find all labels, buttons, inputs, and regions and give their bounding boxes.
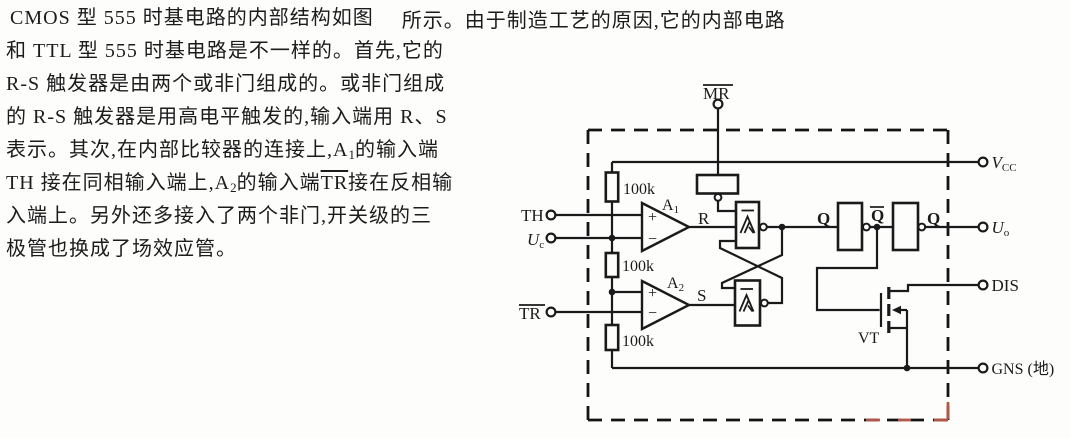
resistor-r3 [604,323,620,352]
line6-text-mid: 的输入端 [236,172,321,194]
mosfet-gate-wire [815,227,880,312]
r2-value-label: 100k [622,258,654,275]
inverter2-bubble [917,222,927,232]
terminal-vcc [977,156,989,168]
th-label: TH [521,206,544,225]
cross-couple-wire-2 [720,227,784,290]
terminal-uo [977,221,989,233]
mr-buffer-output-wire [716,201,736,213]
uc-label: Uc [527,230,544,251]
mr-buffer-bubble [713,193,723,202]
tr-label: TR [519,304,541,323]
paragraph-line1-left: CMOS 型 555 时基电路的内部结构如图 [10,7,374,29]
resistor-r2 [604,251,620,279]
junction-dot [608,288,616,296]
q-output-label: Q [927,209,940,228]
paragraph-line-6: TH 接在同相输入端上,A2的输入端TR接在反相输 [6,167,492,200]
a2-plus-sign: + [648,285,657,302]
mr-buffer-gate [695,173,740,195]
paragraph-line-7: 入端上。另外还多接入了两个非门,开关级的三 [6,205,432,227]
s-label: S [697,286,706,305]
paragraph-line-8: 极管也换成了场效应管。 [6,238,237,260]
nor2-output-bubble [760,298,769,308]
resistor-r1 [604,171,620,203]
vt-label: VT [858,330,880,347]
a2-label: A2 [667,275,684,294]
comparator-a1 [640,201,692,253]
line6-text: TH 接在同相输入端上,A [6,172,231,194]
mosfet-bulk-arrow [892,305,901,315]
line5-text: 表示。其次,在内部比较器的连接上,A [6,139,349,161]
gns-label: GNS (地) [992,360,1055,378]
a1-minus-sign: − [648,231,657,248]
wires [555,108,979,370]
paragraph-line-1: CMOS 型 555 时基电路的内部结构如图 所示。由于制造工艺的原因,它的内部电… [6,2,785,35]
schematic-labels: MR TH Uc TR VCC Uo DIS GNS (地) A1 A2 R S… [519,84,1054,378]
line5-subscript: 1 [348,147,355,162]
terminal-uc [545,232,557,244]
r1-value-label: 100k [623,181,655,198]
components [545,98,989,374]
junction-dot [778,223,786,231]
r-label: R [698,209,710,228]
q-label: Q [817,209,830,228]
terminal-dis [977,279,989,291]
a1-label: A1 [662,197,679,216]
a1-plus-sign: + [648,209,657,226]
paragraph-line-5: 表示。其次,在内部比较器的连接上,A1的输入端 [6,134,492,167]
drain-dis-wire [890,283,979,293]
terminal-mr [712,98,724,110]
paragraph-line1-right: 所示。由于制造工艺的原因,它的内部电路 [401,10,786,32]
mosfet-vt [879,287,901,333]
qbar-label: Q [871,206,884,225]
junction-dot [903,364,911,372]
nor1-output-bubble [759,222,768,232]
paragraph-line-2: 和 TTL 型 555 时基电路是不一样的。首先,它的 [6,40,444,62]
r3-value-label: 100k [622,333,654,350]
paragraph-line-3: R-S 触发器是由两个或非门组成的。或非门组成 [6,73,446,95]
junction-dot [873,223,881,231]
paragraph-line-4: 的 R-S 触发器是用高电平触发的,输入端用 R、S [6,106,448,128]
inverter-2 [891,201,920,252]
uo-label: Uo [992,218,1010,239]
mr-label: MR [703,84,730,103]
vcc-label: VCC [992,153,1017,174]
line6-overline-tr: TR [320,172,349,194]
inverter-1 [836,201,864,252]
nor2-symbol [738,288,755,313]
terminal-tr [545,306,557,318]
paragraph: CMOS 型 555 时基电路的内部结构如图 所示。由于制造工艺的原因,它的内部电… [6,2,785,266]
line6-subscript: 2 [230,180,237,195]
terminal-th [545,209,557,221]
terminal-gns [977,362,989,374]
dashed-ic-boundary [586,128,950,422]
red-scan-artifact [866,402,950,422]
line5-text-end: 的输入端 [354,139,439,161]
comparator-a2 [640,279,692,331]
source-ground-wire [890,310,909,368]
a2-minus-sign: − [648,305,657,322]
inverter1-bubble [862,222,871,232]
junction-dot [608,234,616,242]
cross-couple-wire-1 [718,239,784,305]
nor1-symbol [739,209,756,234]
line6-text-end: 接在反相输 [348,172,454,194]
dis-label: DIS [992,276,1019,295]
